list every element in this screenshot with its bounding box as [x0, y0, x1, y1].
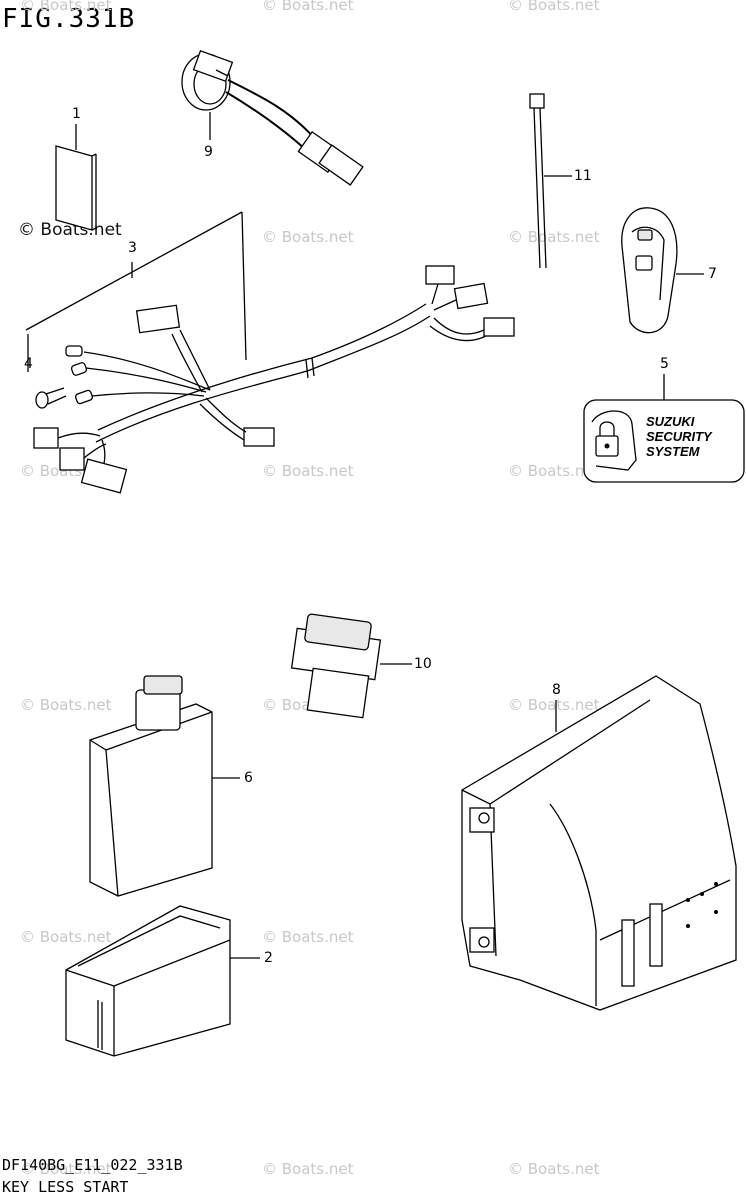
watermark: © Boats.net — [508, 228, 600, 246]
security-label-line3: SYSTEM — [646, 444, 700, 459]
callout-1: 1 — [72, 106, 81, 122]
callout-2: 2 — [264, 950, 273, 966]
part-6-control-unit — [89, 675, 240, 897]
watermark: © Boats.net — [20, 696, 112, 714]
watermark: © Boats.net — [508, 1160, 600, 1178]
watermark: © Boats.net — [262, 1160, 354, 1178]
part-4-screw — [27, 334, 67, 409]
part-3-harness — [25, 211, 515, 494]
part-2-case — [65, 905, 260, 1057]
callout-8: 8 — [552, 682, 561, 698]
callout-10: 10 — [414, 656, 432, 672]
figure-title: FIG.331B — [2, 4, 136, 34]
watermark: © Boats.net — [262, 0, 354, 14]
callout-4: 4 — [24, 356, 33, 372]
part-8-cover — [461, 675, 737, 1011]
watermark: © Boats.net — [20, 0, 112, 14]
watermark: © Boats.net — [508, 462, 600, 480]
watermark: © Boats.net — [262, 228, 354, 246]
watermark: © Boats.net — [508, 0, 600, 14]
callout-6: 6 — [244, 770, 253, 786]
callout-11: 11 — [574, 168, 592, 184]
callout-5: 5 — [660, 356, 669, 372]
security-label-text: SUZUKI SECURITY SYSTEM — [646, 414, 712, 459]
watermark: © Boats.net — [20, 1160, 112, 1178]
part-7-key-fob — [621, 207, 704, 334]
part-1-label-card — [55, 124, 97, 231]
watermark: © Boats.net — [508, 696, 600, 714]
footer-caption: KEY LESS START — [2, 1178, 129, 1196]
footer-code: DF140BG_E11_022_331B — [2, 1156, 183, 1174]
part-11-cable-tie — [529, 93, 572, 269]
part-5-security-label — [583, 374, 745, 483]
part-10-relay — [290, 613, 412, 719]
part-9-connector — [181, 49, 364, 186]
security-label-line1: SUZUKI — [646, 414, 695, 429]
watermark: © Boats.net — [262, 462, 354, 480]
security-label-line2: SECURITY — [646, 429, 712, 444]
callout-9: 9 — [204, 144, 213, 160]
watermark: © Boats.net — [262, 928, 354, 946]
callout-7: 7 — [708, 266, 717, 282]
watermark: © Boats.net — [20, 928, 112, 946]
callout-3: 3 — [128, 240, 137, 256]
